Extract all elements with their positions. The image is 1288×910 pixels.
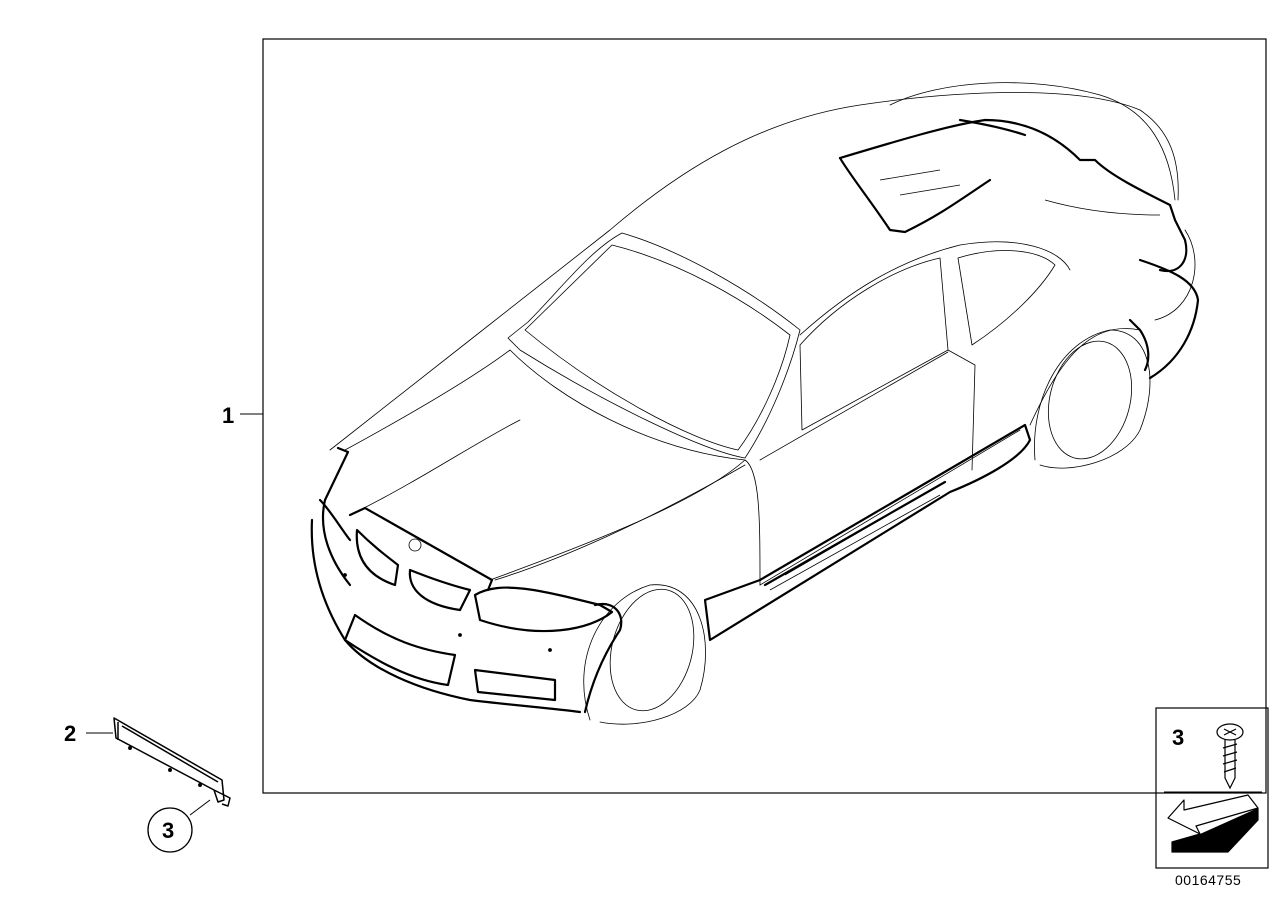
screw-icon <box>1216 723 1244 790</box>
callout-2: 2 <box>64 721 76 746</box>
car-illustration <box>329 82 1196 725</box>
callout-3-circle <box>147 807 193 853</box>
screw-detail-box <box>1155 707 1269 869</box>
body-kit-detail <box>343 169 1161 652</box>
assembly-frame <box>262 38 1267 794</box>
license-plate-bracket <box>113 717 231 807</box>
body-kit-parts <box>310 118 1200 714</box>
callout-3-box-label: 3 <box>1172 725 1184 750</box>
reference-number: 00164755 <box>1175 872 1241 888</box>
leader-line-3 <box>189 799 211 816</box>
callout-1: 1 <box>222 403 234 428</box>
callout-3-circle-label: 3 <box>162 818 174 843</box>
direction-arrow-icon <box>1167 794 1259 853</box>
